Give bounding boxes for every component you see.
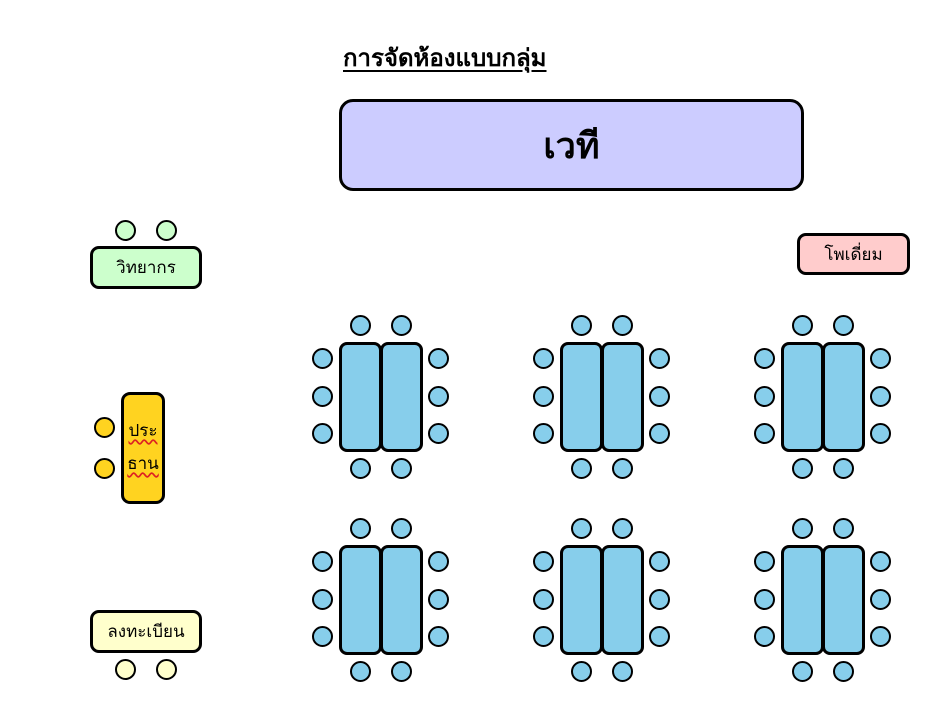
- chair-seat: [94, 458, 115, 479]
- group-seat-right: [870, 423, 891, 444]
- speaker-seat: [156, 220, 177, 241]
- group-seat-right: [649, 348, 670, 369]
- chair-seat: [94, 417, 115, 438]
- group-table-right: [822, 545, 865, 655]
- group-table-right: [822, 342, 865, 452]
- registration-table: ลงทะเบียน: [90, 610, 202, 653]
- group-seat-top: [833, 315, 854, 336]
- group-seat-top: [391, 518, 412, 539]
- group-seat-right: [428, 551, 449, 572]
- group-seat-right: [428, 423, 449, 444]
- group-seat-left: [533, 348, 554, 369]
- group-seat-right: [649, 423, 670, 444]
- group-seat-right: [870, 348, 891, 369]
- group-seat-right: [649, 589, 670, 610]
- group-table-left: [339, 545, 382, 655]
- group-seat-left: [754, 386, 775, 407]
- podium: โพเดี่ยม: [797, 233, 910, 275]
- registration-seat: [156, 659, 177, 680]
- group-seat-bottom: [350, 458, 371, 479]
- chair-label-line2: ธาน: [127, 454, 159, 474]
- group-seat-top: [350, 518, 371, 539]
- group-seat-left: [754, 626, 775, 647]
- group-seat-bottom: [612, 661, 633, 682]
- group-seat-left: [533, 551, 554, 572]
- chair-label-line1: ประ: [128, 421, 158, 441]
- speaker-seat: [115, 220, 136, 241]
- group-seat-right: [649, 386, 670, 407]
- group-seat-bottom: [571, 458, 592, 479]
- group-seat-left: [533, 423, 554, 444]
- group-seat-right: [428, 348, 449, 369]
- page-title: การจัดห้องแบบกลุ่ม: [343, 43, 547, 72]
- registration-seat: [115, 659, 136, 680]
- group-table-left: [560, 342, 603, 452]
- group-seat-top: [350, 315, 371, 336]
- group-seat-left: [312, 386, 333, 407]
- group-seat-bottom: [833, 661, 854, 682]
- group-table-right: [601, 342, 644, 452]
- group-seat-bottom: [350, 661, 371, 682]
- group-seat-top: [612, 315, 633, 336]
- stage: เวที: [339, 99, 804, 191]
- group-table-left: [339, 342, 382, 452]
- group-table-right: [601, 545, 644, 655]
- group-seat-left: [754, 348, 775, 369]
- speaker-table: วิทยากร: [90, 246, 202, 289]
- group-seat-right: [428, 386, 449, 407]
- group-seat-left: [312, 348, 333, 369]
- chair-table: ประ ธาน: [121, 392, 165, 504]
- group-seat-top: [792, 315, 813, 336]
- group-seat-left: [533, 589, 554, 610]
- group-seat-top: [391, 315, 412, 336]
- group-table-left: [781, 545, 824, 655]
- group-seat-top: [612, 518, 633, 539]
- group-seat-top: [792, 518, 813, 539]
- group-table-right: [380, 545, 423, 655]
- group-seat-left: [312, 423, 333, 444]
- group-seat-bottom: [612, 458, 633, 479]
- group-seat-left: [312, 589, 333, 610]
- group-seat-right: [870, 551, 891, 572]
- group-seat-top: [833, 518, 854, 539]
- group-seat-right: [870, 386, 891, 407]
- group-seat-left: [754, 551, 775, 572]
- group-table-left: [781, 342, 824, 452]
- group-seat-right: [649, 626, 670, 647]
- group-seat-left: [533, 626, 554, 647]
- group-seat-left: [754, 589, 775, 610]
- group-seat-left: [312, 626, 333, 647]
- group-seat-left: [533, 386, 554, 407]
- group-seat-top: [571, 518, 592, 539]
- group-seat-right: [428, 589, 449, 610]
- group-seat-bottom: [391, 661, 412, 682]
- group-seat-bottom: [833, 458, 854, 479]
- group-seat-right: [428, 626, 449, 647]
- group-seat-bottom: [792, 661, 813, 682]
- group-seat-bottom: [391, 458, 412, 479]
- group-seat-left: [312, 551, 333, 572]
- group-seat-right: [649, 551, 670, 572]
- group-seat-bottom: [792, 458, 813, 479]
- group-table-left: [560, 545, 603, 655]
- group-seat-left: [754, 423, 775, 444]
- group-seat-right: [870, 589, 891, 610]
- group-seat-bottom: [571, 661, 592, 682]
- group-seat-right: [870, 626, 891, 647]
- group-seat-top: [571, 315, 592, 336]
- group-table-right: [380, 342, 423, 452]
